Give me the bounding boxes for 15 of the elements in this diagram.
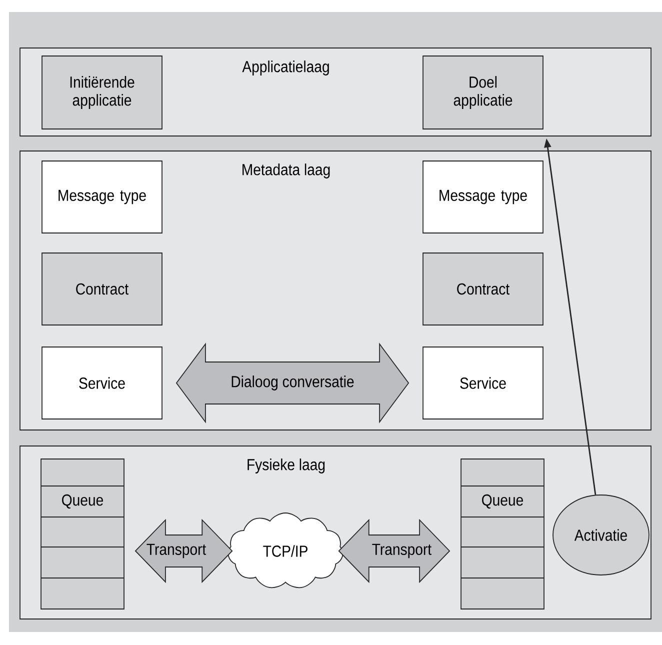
double-arrow — [338, 518, 450, 584]
network-cloud: TCP/IP — [228, 512, 344, 588]
edge-label: Dialoog conversatie — [232, 376, 354, 390]
component-box: Initiërende applicatie — [42, 56, 162, 130]
component-box: Message type — [42, 160, 162, 234]
component-box: Service — [422, 346, 544, 420]
component-box: Contract — [422, 252, 544, 326]
component-box: Doel applicatie — [422, 56, 544, 130]
queue-stack: Queue — [460, 458, 544, 610]
component-box: Contract — [42, 252, 162, 326]
queue-stack: Queue — [40, 458, 124, 610]
component-box: Message type — [422, 160, 544, 234]
edge-label: Transport — [146, 544, 206, 558]
component-box: Service — [42, 346, 162, 420]
edge-label: Transport — [372, 544, 432, 558]
